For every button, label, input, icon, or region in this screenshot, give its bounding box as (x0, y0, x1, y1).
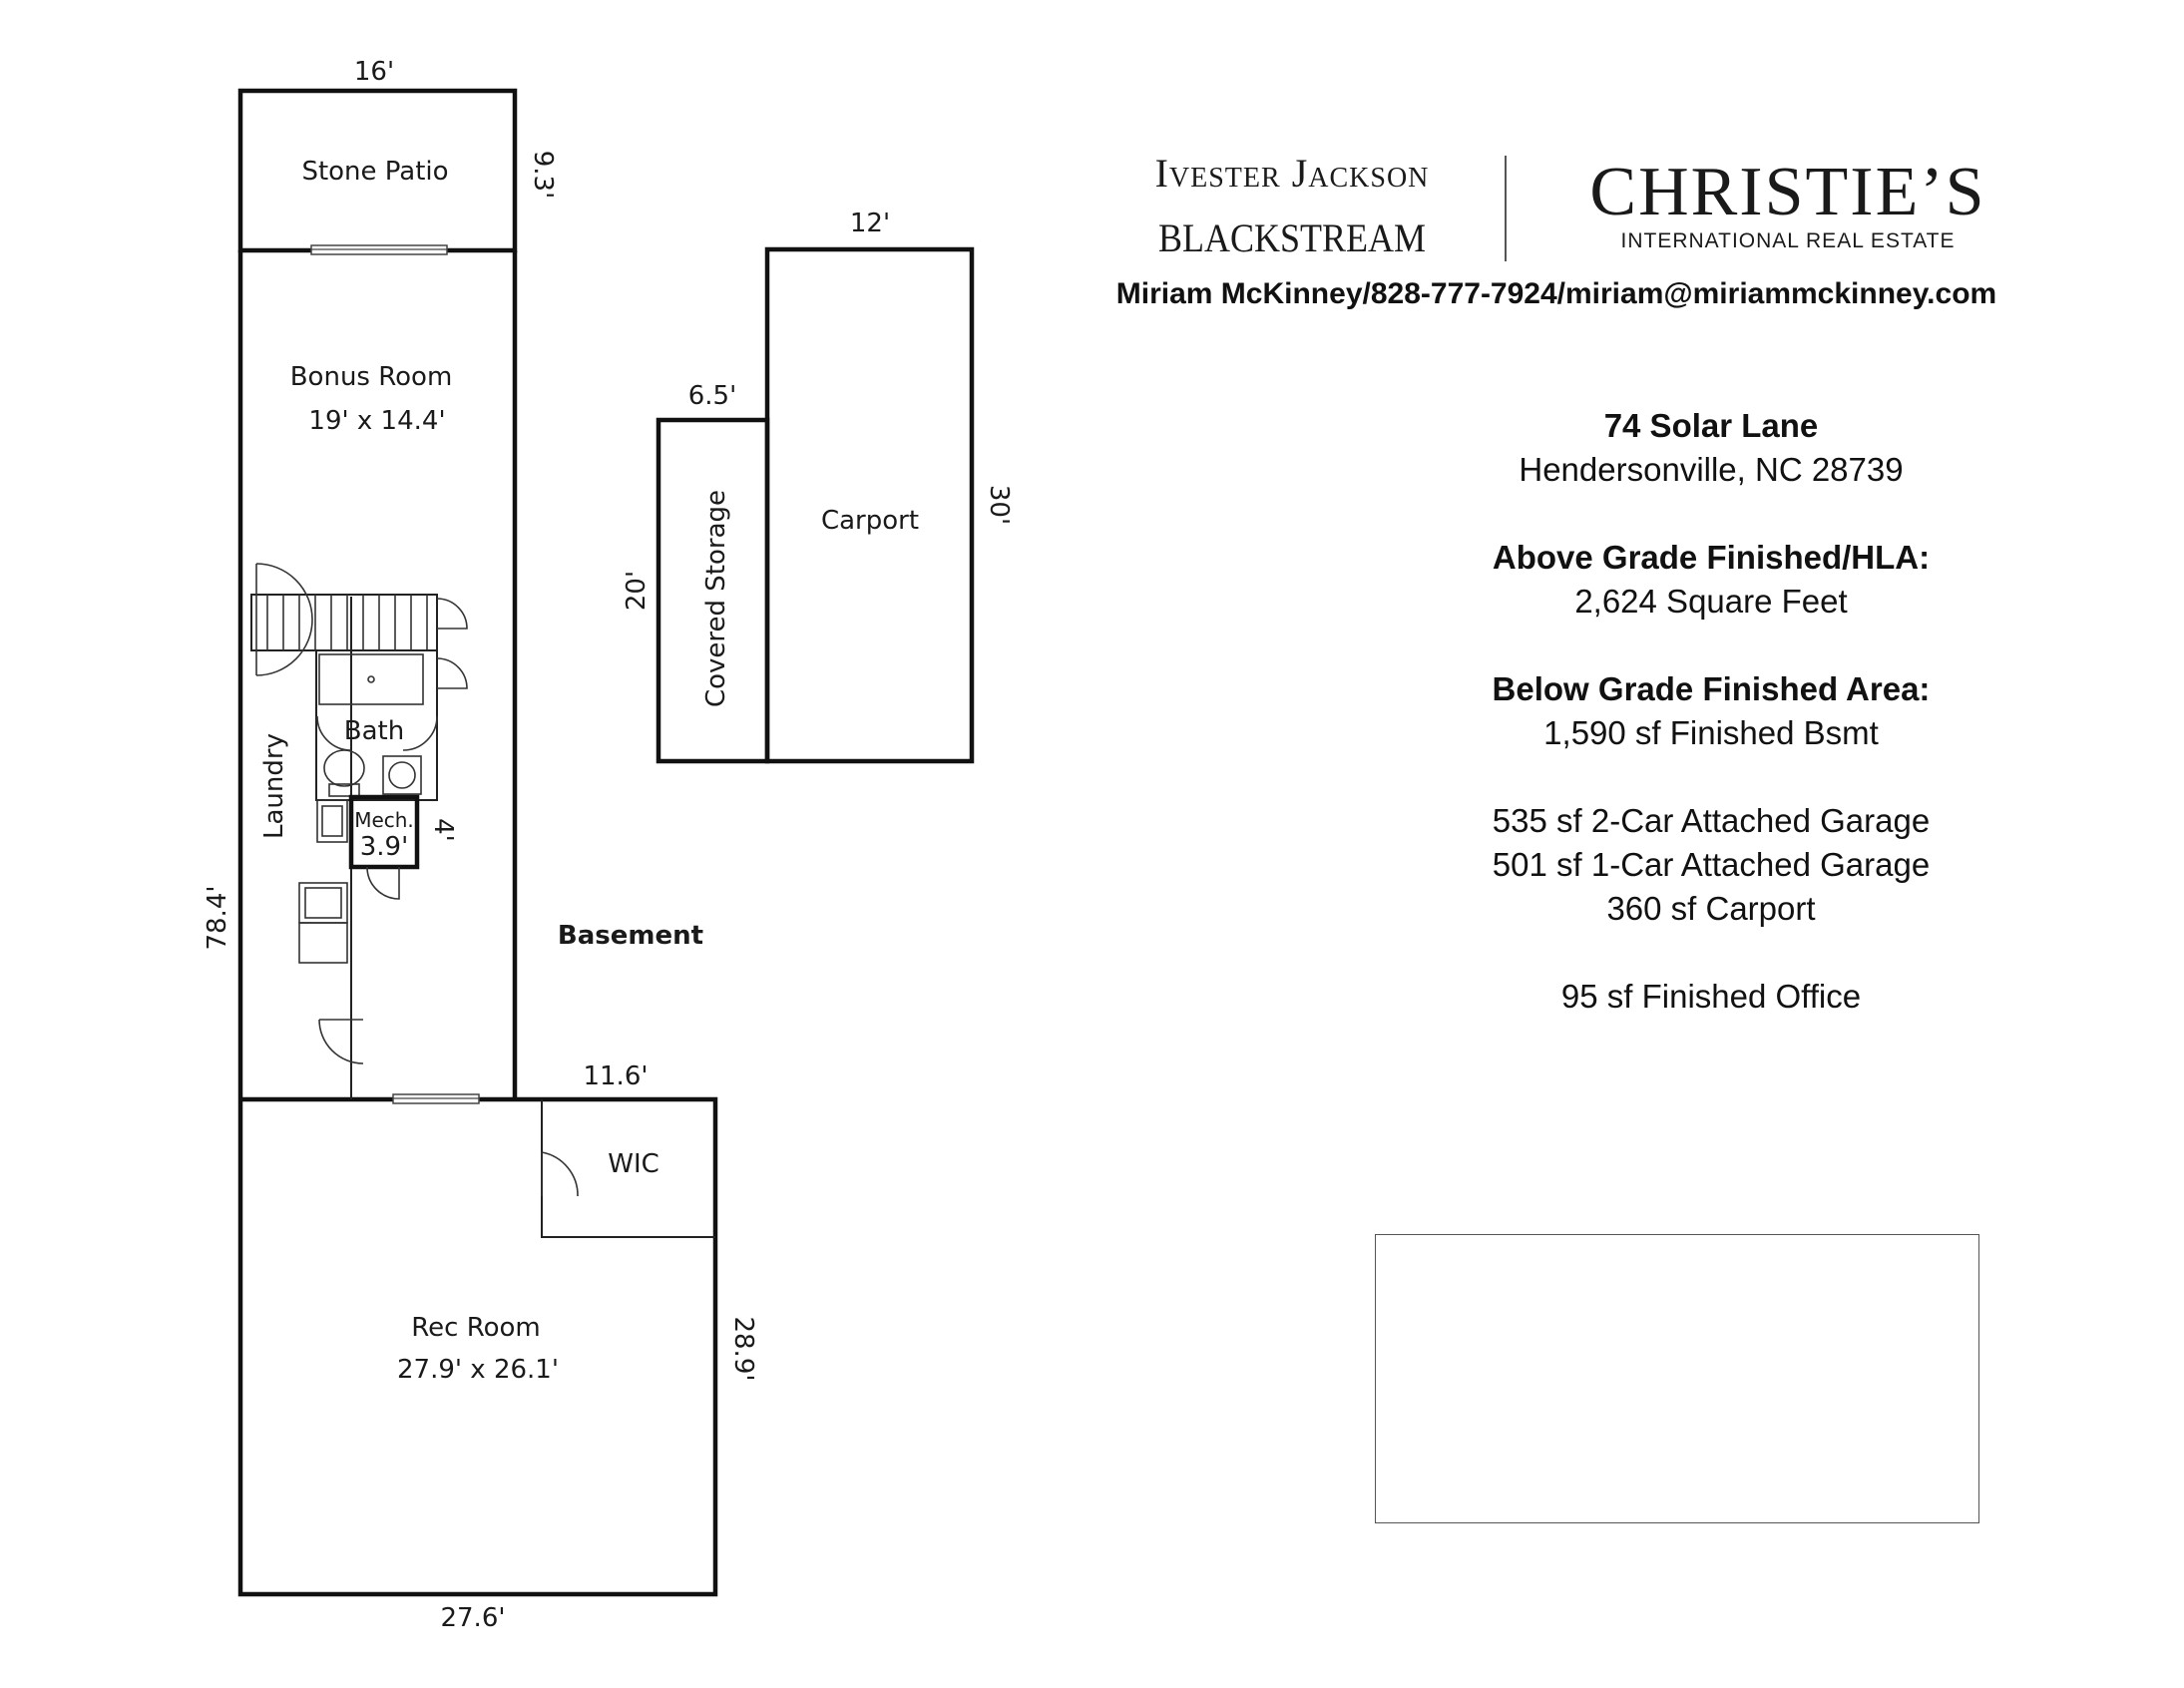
above-grade-value: 2,624 Square Feet (1574, 583, 1848, 620)
bath-door-upper (436, 598, 468, 630)
dim-rec-top: 11.6' (583, 1061, 648, 1091)
mech-room-outline (348, 794, 420, 870)
carport-outline (764, 246, 975, 764)
christies-subtitle: INTERNATIONAL REAL ESTATE (1620, 229, 1956, 252)
dryer-icon (298, 882, 348, 924)
carport-area: 360 sf Carport (1606, 890, 1816, 927)
dim-rec-bottom: 27.6' (440, 1603, 505, 1633)
bath-outline (315, 649, 438, 801)
empty-frame (1375, 1234, 1979, 1523)
label-bath: Bath (344, 716, 404, 746)
rec-room-outline (237, 1096, 718, 1597)
agent-contact: Miriam McKinney/828-777-7924/miriam@miri… (1115, 277, 1997, 310)
label-laundry: Laundry (259, 733, 289, 839)
ivester-jackson-logo: Ivester Jackson BLACKSTREAM (1137, 150, 1447, 261)
staircase (250, 594, 438, 651)
christies-wordmark: CHRISTIE’S (1589, 154, 1986, 230)
sink-icon (382, 755, 422, 795)
toilet-icon (323, 749, 365, 797)
label-bonus-room-size: 19' x 14.4' (308, 406, 445, 436)
label-bonus-room: Bonus Room (290, 362, 453, 392)
dim-carport-width: 12' (850, 209, 890, 238)
hall-door (318, 1019, 364, 1064)
dim-left-length: 78.4' (203, 885, 232, 950)
wic-outline (541, 1099, 715, 1238)
bath-door-lower (436, 657, 468, 689)
christies-logo: CHRISTIE’S INTERNATIONAL REAL ESTATE (1568, 158, 2007, 253)
property-info: 74 Solar Lane Hendersonville, NC 28739 A… (1437, 404, 1985, 1019)
mech-door (366, 866, 400, 900)
dim-patio-depth: 9.3' (528, 151, 558, 200)
property-city: Hendersonville, NC 28739 (1519, 451, 1904, 488)
property-street: 74 Solar Lane (1603, 407, 1819, 444)
laundry-tub-icon (298, 922, 348, 964)
below-grade-label: Below Grade Finished Area: (1492, 670, 1931, 707)
logo-divider (1505, 156, 1507, 261)
dim-storage-width: 6.5' (688, 381, 737, 411)
dim-carport-depth: 30' (984, 485, 1014, 525)
wic-door (541, 1151, 579, 1197)
below-grade-value: 1,590 sf Finished Bsmt (1543, 714, 1879, 751)
ivester-jackson-line1: Ivester Jackson (1154, 151, 1430, 196)
label-rec-room: Rec Room (411, 1313, 541, 1343)
garage-1car: 501 sf 1-Car Attached Garage (1492, 846, 1931, 883)
bathtub (318, 653, 424, 705)
dim-mech-depth: 4' (428, 818, 458, 842)
label-stone-patio: Stone Patio (301, 157, 448, 187)
dim-patio-width: 16' (354, 57, 394, 87)
label-covered-storage: Covered Storage (701, 490, 731, 707)
stair-door (255, 563, 313, 676)
dim-rec-right: 28.9' (728, 1316, 758, 1381)
finished-office: 95 sf Finished Office (1560, 978, 1862, 1015)
garage-2car: 535 sf 2-Car Attached Garage (1492, 802, 1931, 839)
label-level: Basement (558, 921, 703, 951)
blackstream-line: BLACKSTREAM (1157, 215, 1427, 260)
dim-storage-depth: 20' (622, 571, 652, 611)
label-mech-dim: 3.9' (360, 832, 409, 862)
above-grade-label: Above Grade Finished/HLA: (1492, 539, 1931, 576)
label-rec-room-size: 27.9' x 26.1' (397, 1355, 559, 1385)
washer-icon (316, 799, 348, 843)
label-wic: WIC (608, 1149, 659, 1179)
label-carport: Carport (821, 506, 919, 536)
label-mech: Mech. (354, 808, 414, 832)
